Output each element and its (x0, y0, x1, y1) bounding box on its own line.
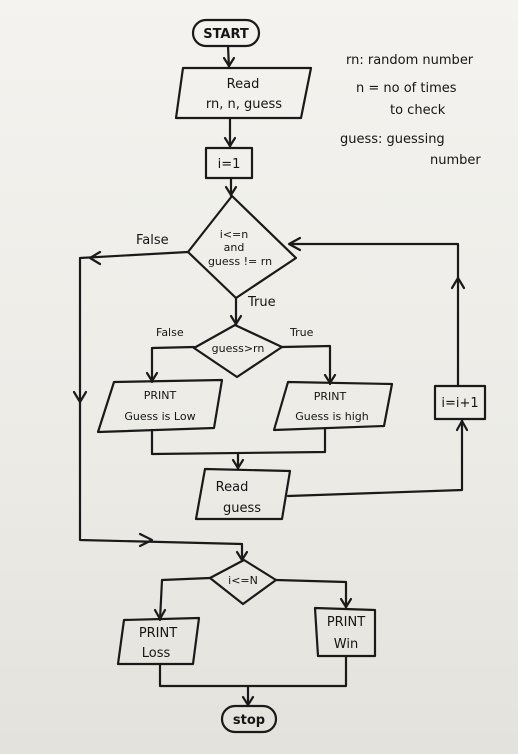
edge-final-false (158, 576, 212, 622)
edge-merge (150, 426, 327, 456)
edge-final-true (274, 578, 348, 610)
start-label: START (203, 27, 249, 42)
print-loss-line2: Loss (142, 646, 171, 661)
arrow-head-icon (235, 550, 249, 562)
loop-cond-line1: i<=n (220, 228, 248, 241)
arrow-head-icon (223, 136, 237, 148)
arrow-head-icon (72, 390, 88, 404)
final-condition-diamond (208, 558, 278, 606)
arrow-head-icon (287, 236, 302, 252)
read-guess-parallelogram (194, 467, 292, 521)
arrow-head-icon (224, 185, 238, 197)
print-high-line2: Guess is high (295, 410, 369, 423)
arrow-head-icon (88, 250, 102, 266)
edge-merge-bottom (158, 654, 348, 688)
loop-cond-line2: and (224, 241, 245, 254)
legend-line2: n = no of times (356, 81, 457, 96)
arrow-head-icon (323, 373, 337, 385)
arrow-head-icon (339, 597, 353, 609)
edge-loop-false (78, 250, 244, 562)
arrow-head-icon (153, 608, 167, 621)
arrow-head-icon (231, 458, 245, 470)
arrow-head-icon (222, 56, 236, 68)
compare-diamond (192, 323, 284, 379)
edge-compare-false (150, 345, 196, 384)
edge-label-loop-false: False (136, 233, 169, 248)
edge-read-increment (286, 417, 464, 498)
arrow-head-icon (229, 314, 243, 326)
compare-label: guess>rn (212, 342, 265, 355)
read-2-line1: Read (216, 480, 249, 495)
edge-label-compare-true: True (289, 326, 314, 339)
increment-label: i=i+1 (441, 396, 478, 411)
print-high-line1: PRINT (314, 390, 347, 403)
print-loss-line1: PRINT (139, 626, 177, 641)
legend-line4: guess: guessing (340, 132, 445, 147)
print-high-parallelogram (272, 380, 394, 432)
print-win-parallelogram (313, 606, 377, 658)
read-2-line2: guess (223, 501, 261, 516)
increment-process-box (433, 384, 487, 421)
arrow-head-icon (450, 276, 466, 290)
legend-line1: rn: random number (346, 53, 474, 68)
print-low-line2: Guess is Low (124, 410, 195, 423)
arrow-head-icon (138, 532, 154, 548)
stop-label: stop (233, 713, 265, 728)
init-label: i=1 (218, 157, 241, 172)
print-low-line1: PRINT (144, 389, 177, 402)
arrow-head-icon (241, 695, 255, 707)
print-low-parallelogram (96, 378, 224, 434)
edge-increment-loop (288, 242, 460, 388)
arrow-head-icon (455, 419, 469, 432)
start-terminal (191, 18, 261, 48)
legend-line3: to check (390, 103, 446, 118)
final-cond-label: i<=N (228, 574, 258, 587)
print-win-line1: PRINT (327, 615, 365, 630)
edge-label-loop-true: True (247, 295, 276, 310)
print-loss-parallelogram (116, 616, 201, 666)
read-1-label-line2: rn, n, guess (206, 97, 282, 112)
print-win-line2: Win (334, 637, 358, 652)
read-1-label-line1: Read (227, 77, 260, 92)
legend-line5: number (430, 153, 481, 168)
edge-label-compare-false: False (156, 326, 184, 339)
loop-cond-line3: guess != rn (208, 255, 272, 268)
edge-compare-true (280, 344, 332, 386)
read-input-parallelogram (174, 66, 313, 120)
arrow-head-icon (145, 371, 159, 383)
